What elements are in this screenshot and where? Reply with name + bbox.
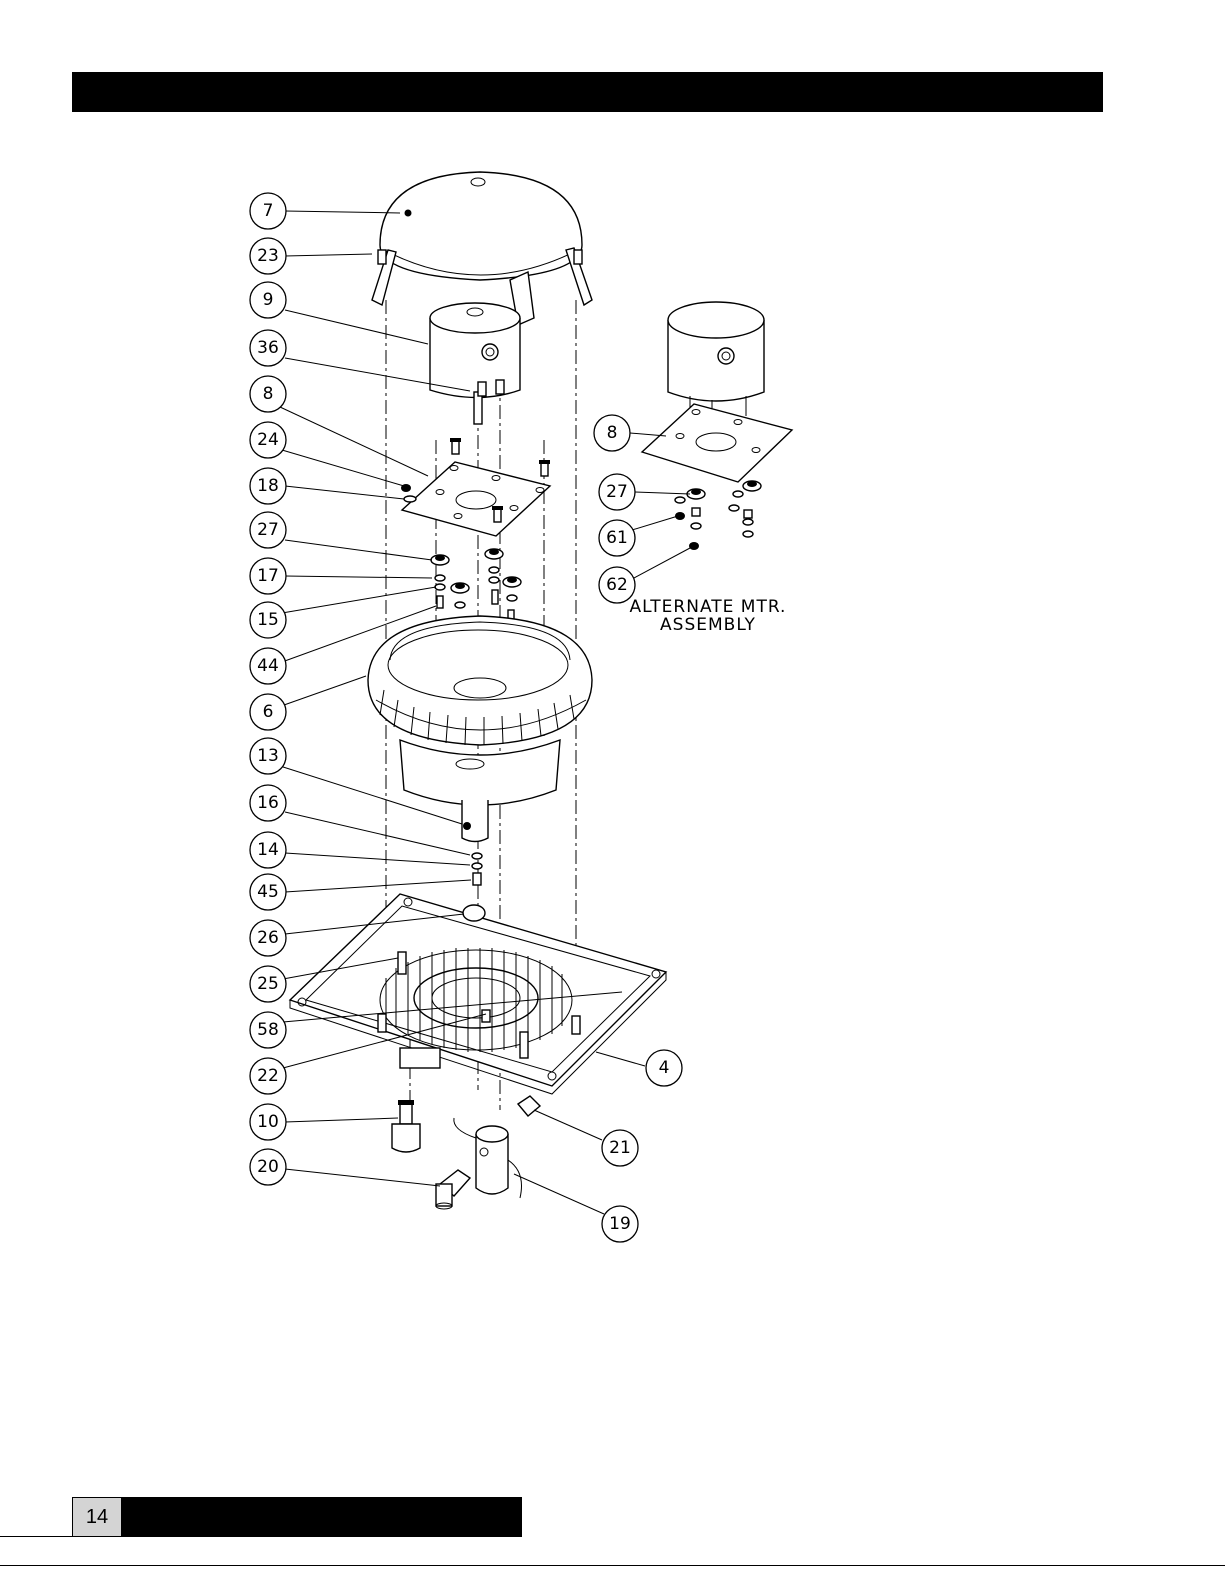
fitting-21 bbox=[518, 1096, 540, 1116]
callout-23: 23 bbox=[250, 238, 286, 274]
callout-22: 22 bbox=[250, 1058, 286, 1094]
callout-9: 9 bbox=[250, 282, 286, 318]
svg-text:8: 8 bbox=[263, 384, 274, 404]
dome-cover bbox=[372, 172, 592, 325]
callout-7: 7 bbox=[250, 193, 286, 229]
callout-6: 6 bbox=[250, 694, 286, 730]
page-number: 14 bbox=[72, 1497, 122, 1537]
svg-text:44: 44 bbox=[257, 656, 279, 676]
sensor bbox=[392, 1100, 420, 1152]
callout-44: 44 bbox=[250, 648, 286, 684]
callout-alt-61: 61 bbox=[599, 520, 635, 556]
svg-text:21: 21 bbox=[609, 1138, 631, 1158]
svg-text:18: 18 bbox=[257, 476, 279, 496]
svg-text:45: 45 bbox=[257, 882, 279, 902]
callout-45: 45 bbox=[250, 874, 286, 910]
svg-text:19: 19 bbox=[609, 1214, 631, 1234]
callout-15: 15 bbox=[250, 602, 286, 638]
motor bbox=[430, 303, 520, 424]
svg-text:8: 8 bbox=[607, 423, 618, 443]
svg-text:27: 27 bbox=[606, 482, 628, 502]
callout-18: 18 bbox=[250, 468, 286, 504]
svg-text:20: 20 bbox=[257, 1157, 279, 1177]
callout-26: 26 bbox=[250, 920, 286, 956]
callout-25: 25 bbox=[250, 966, 286, 1002]
callout-21: 21 bbox=[602, 1130, 638, 1166]
svg-text:26: 26 bbox=[257, 928, 279, 948]
svg-text:24: 24 bbox=[257, 430, 279, 450]
callout-20: 20 bbox=[250, 1149, 286, 1185]
footer-left-rule bbox=[0, 1536, 72, 1537]
svg-text:61: 61 bbox=[606, 528, 628, 548]
footer-bar bbox=[122, 1497, 522, 1537]
svg-text:16: 16 bbox=[257, 793, 279, 813]
svg-text:15: 15 bbox=[257, 610, 279, 630]
impeller-shaft bbox=[462, 800, 488, 885]
alternate-motor-assembly bbox=[642, 302, 792, 550]
svg-text:9: 9 bbox=[263, 290, 274, 310]
svg-text:14: 14 bbox=[257, 840, 279, 860]
solenoid-valve bbox=[454, 1118, 522, 1198]
svg-text:27: 27 bbox=[257, 520, 279, 540]
svg-text:22: 22 bbox=[257, 1066, 279, 1086]
svg-text:23: 23 bbox=[257, 246, 279, 266]
svg-text:58: 58 bbox=[257, 1020, 279, 1040]
callout-14: 14 bbox=[250, 832, 286, 868]
alternate-assembly-label-line1: ALTERNATE MTR. bbox=[630, 597, 787, 617]
svg-text:62: 62 bbox=[606, 575, 628, 595]
callout-10: 10 bbox=[250, 1104, 286, 1140]
elbow-fitting bbox=[436, 1170, 470, 1209]
callout-alt-8: 8 bbox=[594, 415, 630, 451]
svg-text:6: 6 bbox=[263, 702, 274, 722]
callout-17: 17 bbox=[250, 558, 286, 594]
motor-plate bbox=[402, 462, 550, 536]
callout-alt-27: 27 bbox=[599, 474, 635, 510]
svg-text:25: 25 bbox=[257, 974, 279, 994]
svg-text:7: 7 bbox=[263, 201, 274, 221]
callout-8: 8 bbox=[250, 376, 286, 412]
alternate-assembly-label-line2: ASSEMBLY bbox=[660, 615, 756, 635]
svg-text:36: 36 bbox=[257, 338, 279, 358]
svg-text:13: 13 bbox=[257, 746, 279, 766]
callout-24: 24 bbox=[250, 422, 286, 458]
callout-19: 19 bbox=[602, 1206, 638, 1242]
callout-4: 4 bbox=[646, 1050, 682, 1086]
callout-58: 58 bbox=[250, 1012, 286, 1048]
fan-housing bbox=[368, 616, 592, 805]
callout-16: 16 bbox=[250, 785, 286, 821]
footer-rule bbox=[0, 1565, 1225, 1566]
callout-36: 36 bbox=[250, 330, 286, 366]
svg-text:17: 17 bbox=[257, 566, 279, 586]
svg-text:4: 4 bbox=[659, 1058, 670, 1078]
callout-27: 27 bbox=[250, 512, 286, 548]
callout-13: 13 bbox=[250, 738, 286, 774]
svg-text:10: 10 bbox=[257, 1112, 279, 1132]
